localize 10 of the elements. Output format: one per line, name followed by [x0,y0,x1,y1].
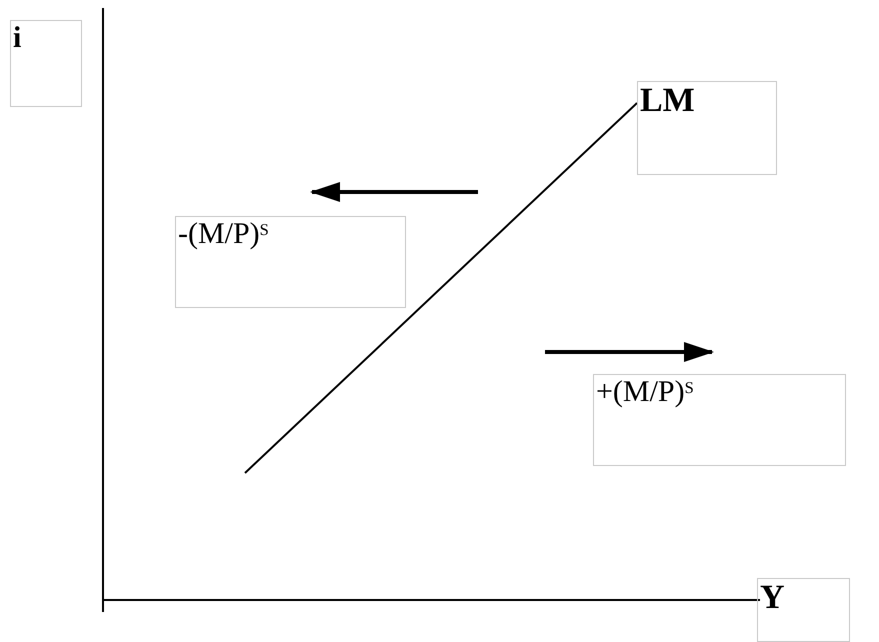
text-box [757,578,850,642]
text-box [637,81,777,175]
axis-label: i [13,21,22,54]
axis-label: Y [760,579,785,616]
axis-label: +(M/P)$^{S}$ [596,375,694,408]
text-box [593,374,846,466]
text-box [10,20,82,107]
axis-label: LM [640,82,695,120]
text-box [175,216,406,308]
axis-label: -(M/P)$^{S}$ [178,217,269,250]
